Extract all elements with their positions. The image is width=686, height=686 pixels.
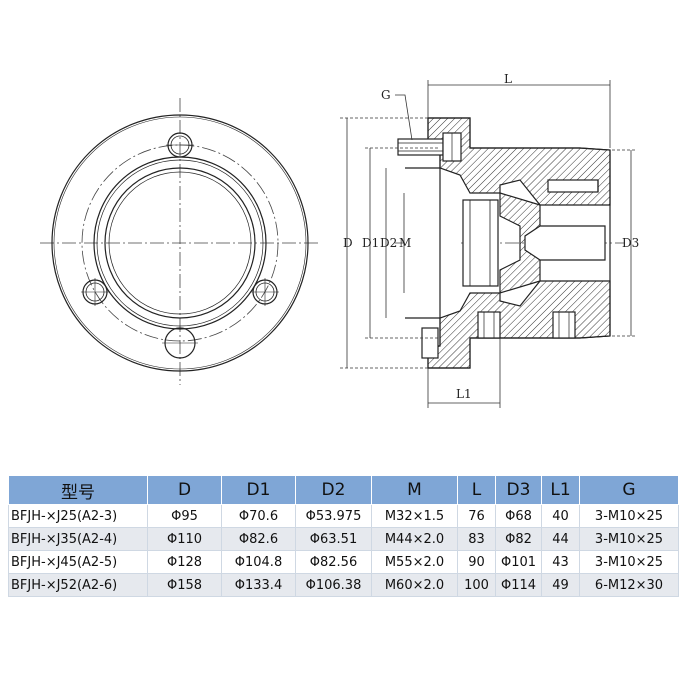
column-header: D: [147, 475, 222, 505]
section-view: [395, 117, 625, 369]
table-cell: Φ53.975: [295, 504, 372, 528]
front-view: [40, 98, 320, 385]
column-header: D2: [295, 475, 372, 505]
table-row: BFJH-×J35(A2-4) Φ110 Φ82.6 Φ63.51 M44×2.…: [8, 527, 679, 551]
column-header: L: [457, 475, 496, 505]
table-cell: BFJH-×J45(A2-5): [8, 550, 148, 574]
column-header: L1: [541, 475, 580, 505]
table-cell: M44×2.0: [371, 527, 458, 551]
table-cell: Φ70.6: [221, 504, 296, 528]
table-cell: BFJH-×J25(A2-3): [8, 504, 148, 528]
dim-label-m: M: [399, 236, 411, 250]
table-cell: Φ82.56: [295, 550, 372, 574]
table-cell: Φ82: [495, 527, 542, 551]
dim-label-l: L: [504, 72, 512, 86]
table-cell: 40: [541, 504, 580, 528]
table-cell: Φ128: [147, 550, 222, 574]
table-cell: Φ110: [147, 527, 222, 551]
table-cell: 100: [457, 573, 496, 597]
dim-label-d3: D3: [622, 236, 639, 250]
column-header: M: [371, 475, 458, 505]
dim-label-d: D: [343, 236, 353, 250]
table-cell: Φ158: [147, 573, 222, 597]
dim-label-g: G: [381, 88, 391, 102]
column-header: 型号: [8, 475, 148, 505]
dim-label-d2: D2: [380, 236, 397, 250]
dim-label-d1: D1: [362, 236, 379, 250]
table-cell: M55×2.0: [371, 550, 458, 574]
table-cell: 90: [457, 550, 496, 574]
table-cell: 3-M10×25: [579, 527, 679, 551]
table-cell: Φ106.38: [295, 573, 372, 597]
table-cell: 83: [457, 527, 496, 551]
table-cell: 6-M12×30: [579, 573, 679, 597]
technical-drawing: L G D D1 D2 M D3 L1: [40, 72, 639, 408]
table-cell: Φ95: [147, 504, 222, 528]
table-cell: 44: [541, 527, 580, 551]
table-cell: 76: [457, 504, 496, 528]
table-cell: Φ133.4: [221, 573, 296, 597]
dim-label-l1: L1: [456, 387, 472, 401]
table-row: BFJH-×J52(A2-6) Φ158 Φ133.4 Φ106.38 M60×…: [8, 573, 679, 597]
table-cell: 3-M10×25: [579, 550, 679, 574]
table-cell: Φ114: [495, 573, 542, 597]
table-row: BFJH-×J25(A2-3) Φ95 Φ70.6 Φ53.975 M32×1.…: [8, 504, 679, 528]
table-cell: 43: [541, 550, 580, 574]
table-header-row: 型号 D D1 D2 M L D3 L1 G: [8, 475, 679, 505]
table-row: BFJH-×J45(A2-5) Φ128 Φ104.8 Φ82.56 M55×2…: [8, 550, 679, 574]
spec-table: 型号 D D1 D2 M L D3 L1 G BFJH-×J25(A2-3) Φ…: [8, 475, 679, 597]
table-cell: BFJH-×J52(A2-6): [8, 573, 148, 597]
table-cell: 3-M10×25: [579, 504, 679, 528]
table-cell: BFJH-×J35(A2-4): [8, 527, 148, 551]
table-cell: M32×1.5: [371, 504, 458, 528]
dimension-lines: [340, 80, 636, 408]
table-cell: M60×2.0: [371, 573, 458, 597]
table-cell: 49: [541, 573, 580, 597]
table-cell: Φ68: [495, 504, 542, 528]
table-cell: Φ82.6: [221, 527, 296, 551]
column-header: G: [579, 475, 679, 505]
column-header: D3: [495, 475, 542, 505]
table-cell: Φ101: [495, 550, 542, 574]
column-header: D1: [221, 475, 296, 505]
table-cell: Φ63.51: [295, 527, 372, 551]
table-cell: Φ104.8: [221, 550, 296, 574]
